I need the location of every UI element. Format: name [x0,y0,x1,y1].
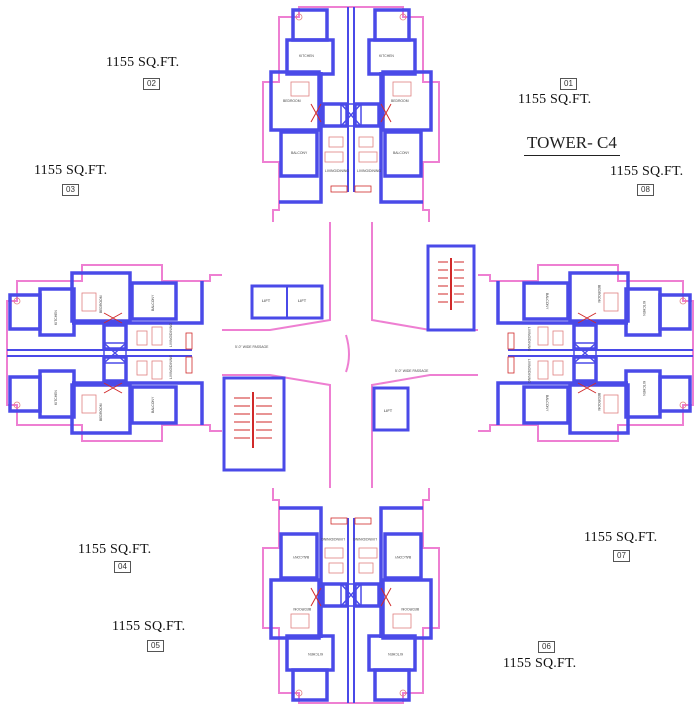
unit-03-tag: 03 [62,184,79,196]
lift-label-3: LIFT [384,408,393,413]
unit-08-area: 1155 SQ.FT. [610,164,684,179]
unit-06-area: 1155 SQ.FT. [503,656,577,671]
unit-07-tag: 07 [613,550,630,562]
wing-west [5,263,224,443]
unit-01-area: 1155 SQ.FT. [518,92,592,107]
lift-label-1: LIFT [262,298,271,303]
core-lifts: LIFT LIFT LIFT [250,284,410,432]
unit-05-area: 1155 SQ.FT. [112,619,186,634]
unit-08-tag: 08 [637,184,654,196]
unit-05-tag: 05 [147,640,164,652]
unit-01-tag: 01 [560,78,577,90]
lift-label-2: LIFT [298,298,307,303]
staircase-upper [426,244,476,332]
unit-04-area: 1155 SQ.FT. [78,542,152,557]
staircase-lower [222,376,286,472]
unit-03-area: 1155 SQ.FT. [34,163,108,178]
tower-title: TOWER- C4 [524,133,620,156]
unit-02-area: 1155 SQ.FT. [106,55,180,70]
unit-04-tag: 04 [114,561,131,573]
unit-07-area: 1155 SQ.FT. [584,530,658,545]
passage-label-west: 5'-0" WIDE PASSAGE [235,345,269,349]
unit-06-tag: 06 [538,641,555,653]
wing-north [261,5,441,224]
passage-label-east: 5'-0" WIDE PASSAGE [395,369,429,373]
wing-east [476,263,695,443]
unit-02-tag: 02 [143,78,160,90]
wing-south [261,486,441,705]
